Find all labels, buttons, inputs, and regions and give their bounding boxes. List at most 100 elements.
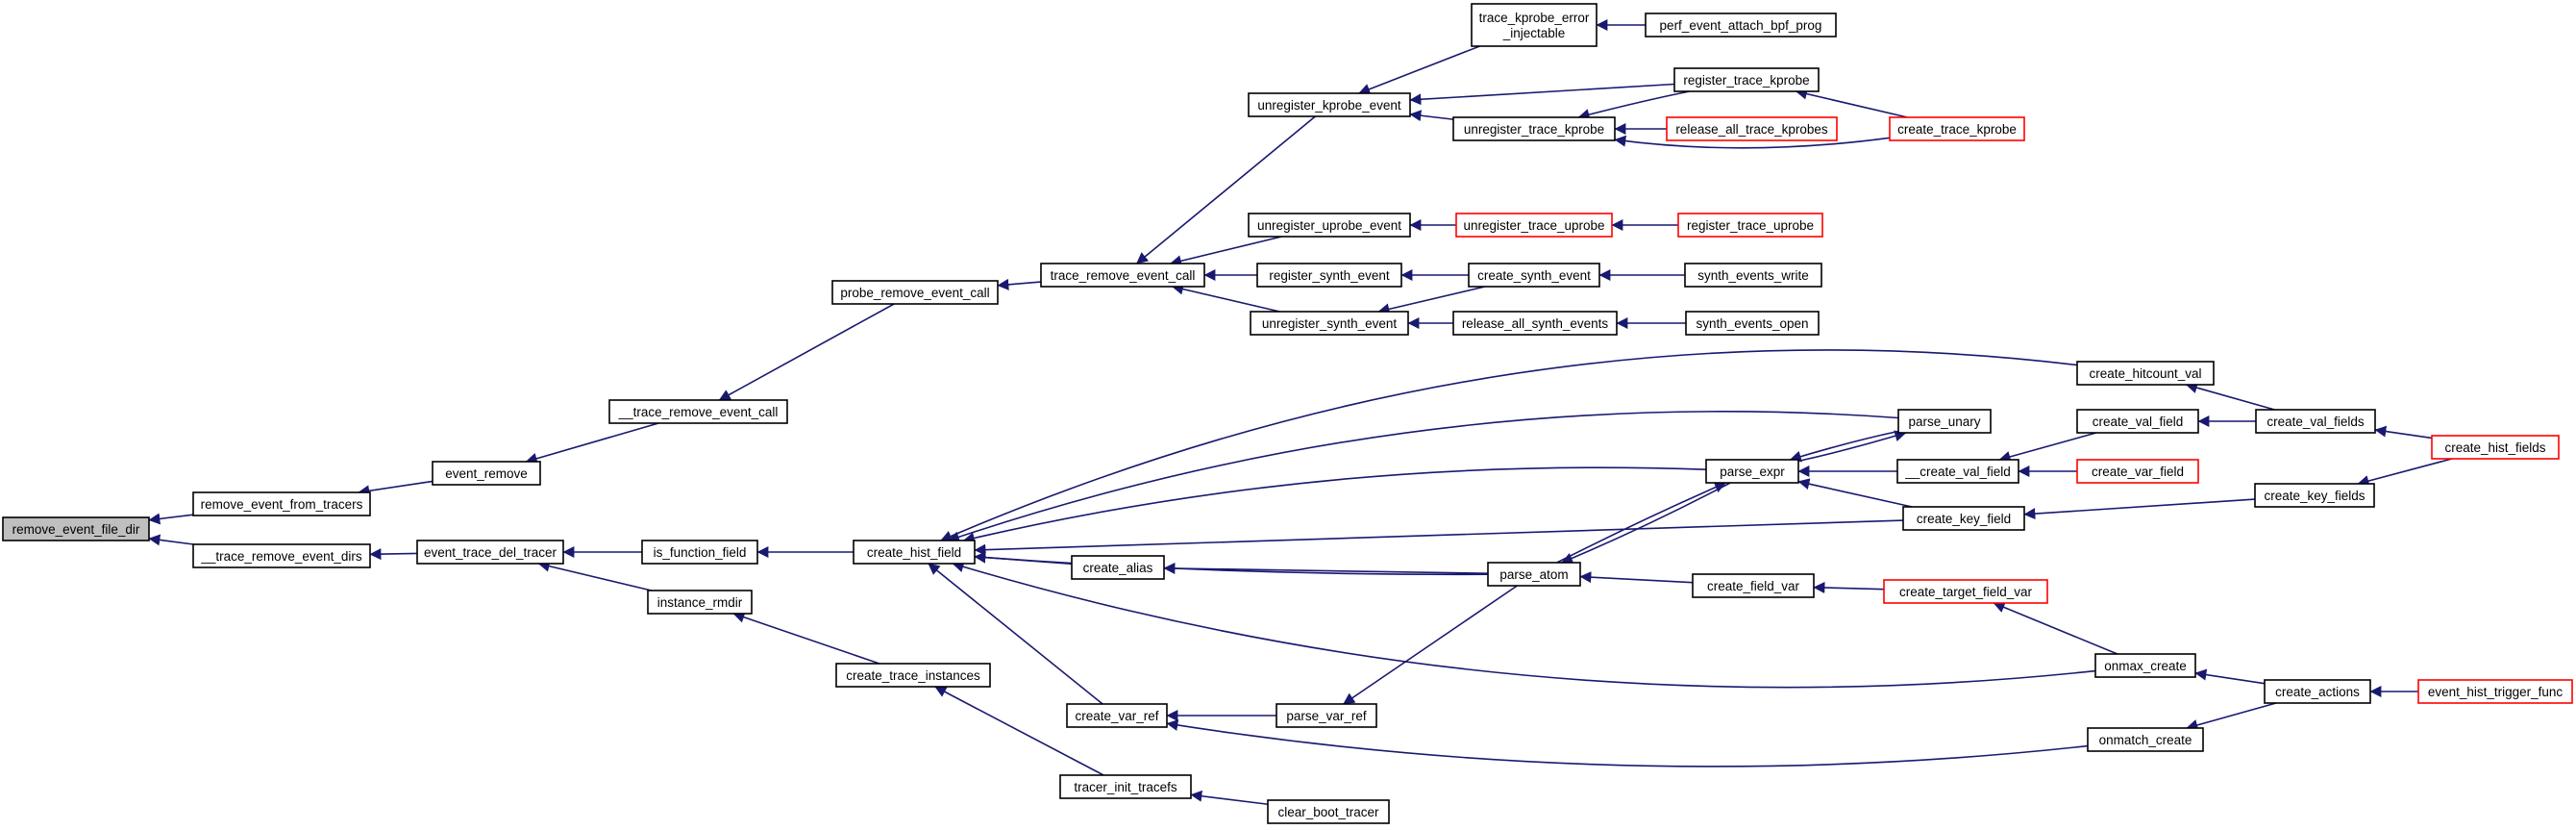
node-create_val_fields[interactable]: create_val_fields: [2255, 409, 2376, 434]
call-edge-unregister_kprobe_event-to-trace_remove_event_call: [1136, 115, 1316, 264]
node-box: [1040, 263, 1205, 288]
node-box: [1452, 116, 1616, 141]
node-label: create_alias: [1083, 561, 1153, 575]
node-register_synth_event[interactable]: register_synth_event: [1256, 263, 1402, 288]
node-synth_events_open[interactable]: synth_events_open: [1685, 311, 1820, 336]
call-edge-create_target_field_var-to-create_field_var: [1813, 582, 1885, 594]
node-create_val_field[interactable]: create_val_field: [2076, 409, 2199, 434]
call-edge-create_hitcount_val-to-create_hist_field: [940, 349, 2078, 541]
call-edge-clear_boot_tracer-to-tracer_init_tracefs: [1190, 790, 1269, 806]
node-unregister_uprobe_event[interactable]: unregister_uprobe_event: [1248, 213, 1411, 238]
call-edge-unregister_uprobe_event-to-trace_remove_event_call: [1170, 236, 1282, 267]
call-edge-create_trace_kprobe-to-unregister_trace_kprobe: [1614, 135, 1891, 149]
node-unregister_trace_kprobe[interactable]: unregister_trace_kprobe: [1452, 116, 1616, 141]
node-parse_expr[interactable]: parse_expr: [1705, 459, 1799, 484]
node-label: create_var_field: [2092, 465, 2184, 479]
call-edge-parse_expr-to-create_hist_field: [962, 466, 1707, 544]
node-label: __trace_remove_event_dirs: [200, 549, 362, 564]
node-label: create_actions: [2275, 685, 2360, 699]
node-box: [1248, 92, 1411, 117]
node-clear_boot_tracer[interactable]: clear_boot_tracer: [1267, 799, 1390, 824]
node-tracer_init_tracefs[interactable]: tracer_init_tracefs: [1059, 774, 1192, 799]
node-label: __trace_remove_event_call: [618, 405, 779, 419]
node-trace_kprobe_error_injectable[interactable]: trace_kprobe_error_injectable: [1471, 3, 1598, 47]
node-is_function_field[interactable]: is_function_field: [641, 540, 758, 565]
node-label: register_trace_kprobe: [1683, 73, 1809, 88]
call-edge-create_actions-to-onmax_create: [2194, 668, 2266, 685]
node-probe_remove_event_call[interactable]: probe_remove_event_call: [831, 280, 999, 305]
node-label: perf_event_attach_bpf_prog: [1660, 18, 1822, 33]
node-unregister_synth_event[interactable]: unregister_synth_event: [1250, 311, 1409, 336]
node-parse_atom[interactable]: parse_atom: [1487, 562, 1581, 587]
node-perf_event_attach_bpf_prog[interactable]: perf_event_attach_bpf_prog: [1645, 13, 1837, 38]
node-onmax_create[interactable]: onmax_create: [2094, 653, 2196, 678]
node-label: parse_var_ref: [1286, 709, 1367, 723]
node-create_hitcount_val[interactable]: create_hitcount_val: [2076, 361, 2215, 386]
node-label: create_field_var: [1707, 579, 1800, 593]
node-event_remove[interactable]: event_remove: [432, 461, 541, 486]
call-edge-create_hist_fields-to-create_val_fields: [2374, 425, 2433, 440]
node-label: synth_events_open: [1696, 316, 1808, 331]
node-trace_remove_event_call[interactable]: trace_remove_event_call: [1040, 263, 1205, 288]
node-create_alias[interactable]: create_alias: [1071, 555, 1165, 580]
node-create_field_var[interactable]: create_field_var: [1692, 573, 1815, 598]
node-register_trace_kprobe[interactable]: register_trace_kprobe: [1673, 67, 1820, 92]
node-register_trace_uprobe[interactable]: register_trace_uprobe: [1677, 213, 1823, 238]
node-onmatch_create[interactable]: onmatch_create: [2087, 727, 2204, 752]
node-label: tracer_init_tracefs: [1074, 780, 1177, 794]
call-edge-unregister_trace_kprobe-to-unregister_kprobe_event: [1409, 110, 1454, 122]
node-create_var_ref[interactable]: create_var_ref: [1066, 703, 1168, 728]
node-box: [2076, 409, 2199, 434]
call-edge-instance_rmdir-to-event_trace_del_tracer: [537, 560, 652, 591]
node-box: [853, 540, 976, 565]
node-box: [1471, 3, 1598, 47]
node-label: create_var_ref: [1075, 709, 1158, 723]
call-edge-event_remove-to-remove_event_from_tracers: [358, 480, 433, 497]
node-parse_var_ref[interactable]: parse_var_ref: [1276, 703, 1377, 728]
node-event_trace_del_tracer[interactable]: event_trace_del_tracer: [416, 540, 564, 565]
node-box: [416, 540, 564, 565]
node-event_hist_trigger_func[interactable]: event_hist_trigger_func: [2417, 679, 2573, 704]
node-box: [1059, 774, 1192, 799]
node-create_target_field_var[interactable]: create_target_field_var: [1883, 579, 2048, 604]
node-parse_unary[interactable]: parse_unary: [1897, 409, 1992, 434]
node-unregister_kprobe_event[interactable]: unregister_kprobe_event: [1248, 92, 1411, 117]
node-label: unregister_trace_uprobe: [1463, 218, 1604, 233]
node-create_hist_field[interactable]: create_hist_field: [853, 540, 976, 565]
call-edge-create_field_var-to-parse_atom: [1579, 571, 1694, 584]
node-release_all_synth_events[interactable]: release_all_synth_events: [1452, 311, 1618, 336]
call-edge-create_key_fields-to-create_key_field: [2023, 498, 2256, 520]
call-edge-parse_atom-to-create_alias: [1163, 562, 1489, 575]
node-unregister_trace_uprobe[interactable]: unregister_trace_uprobe: [1455, 213, 1613, 238]
node-release_all_trace_kprobes[interactable]: release_all_trace_kprobes: [1666, 116, 1838, 141]
node-box: [1902, 506, 2025, 531]
call-edge-onmax_create-to-create_hist_field: [952, 561, 2096, 689]
node-create_trace_instances[interactable]: create_trace_instances: [835, 663, 991, 688]
node-create_key_field[interactable]: create_key_field: [1902, 506, 2025, 531]
node-create_actions[interactable]: create_actions: [2264, 679, 2371, 704]
node-create_hist_fields[interactable]: create_hist_fields: [2431, 435, 2560, 460]
node-create_key_fields[interactable]: create_key_fields: [2254, 483, 2375, 508]
call-edge-__trace_remove_event_call-to-event_remove: [525, 422, 659, 465]
call-edge-parse_expr-to-parse_atom: [1561, 482, 1731, 565]
node-instance_rmdir[interactable]: instance_rmdir: [647, 590, 753, 615]
node-create_synth_event[interactable]: create_synth_event: [1468, 263, 1600, 288]
edges: [148, 19, 2453, 806]
node-label: trace_kprobe_error_injectable: [1479, 11, 1590, 40]
node-label: release_all_synth_events: [1462, 316, 1609, 331]
node-label: create_hist_fields: [2444, 440, 2545, 455]
node-create_trace_kprobe[interactable]: create_trace_kprobe: [1889, 116, 2025, 141]
node-synth_events_write[interactable]: synth_events_write: [1684, 263, 1822, 288]
node-label: register_trace_uprobe: [1687, 218, 1814, 233]
node-__trace_remove_event_dirs[interactable]: __trace_remove_event_dirs: [192, 543, 371, 568]
node-label: event_remove: [445, 466, 528, 481]
call-edge-unregister_synth_event-to-trace_remove_event_call: [1172, 283, 1280, 313]
node-remove_event_file_dir[interactable]: remove_event_file_dir: [2, 516, 150, 541]
node-box: [1276, 703, 1377, 728]
node-create_var_field[interactable]: create_var_field: [2076, 459, 2199, 484]
node-__create_val_field[interactable]: __create_val_field: [1896, 459, 2019, 484]
node-box: [1684, 263, 1822, 288]
node-remove_event_from_tracers[interactable]: remove_event_from_tracers: [192, 491, 371, 516]
node-__trace_remove_event_call[interactable]: __trace_remove_event_call: [608, 399, 788, 424]
